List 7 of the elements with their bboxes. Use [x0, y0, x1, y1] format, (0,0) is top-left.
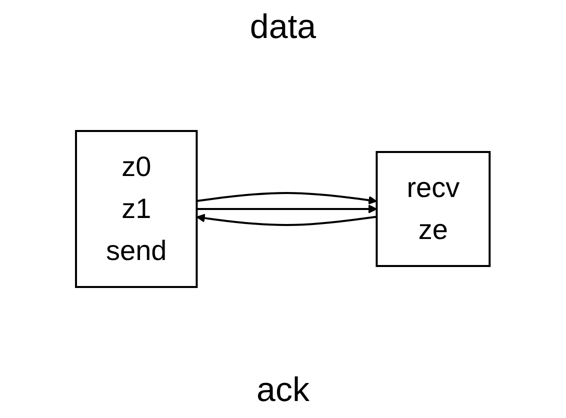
- node-box: recv ze: [376, 151, 491, 267]
- node-box: z0 z1 send: [75, 130, 198, 288]
- arrow: [196, 192, 378, 205]
- arrow: [196, 204, 378, 214]
- arrow: [196, 214, 378, 226]
- signal-label: ack: [256, 371, 310, 410]
- signal-label: data: [250, 8, 316, 47]
